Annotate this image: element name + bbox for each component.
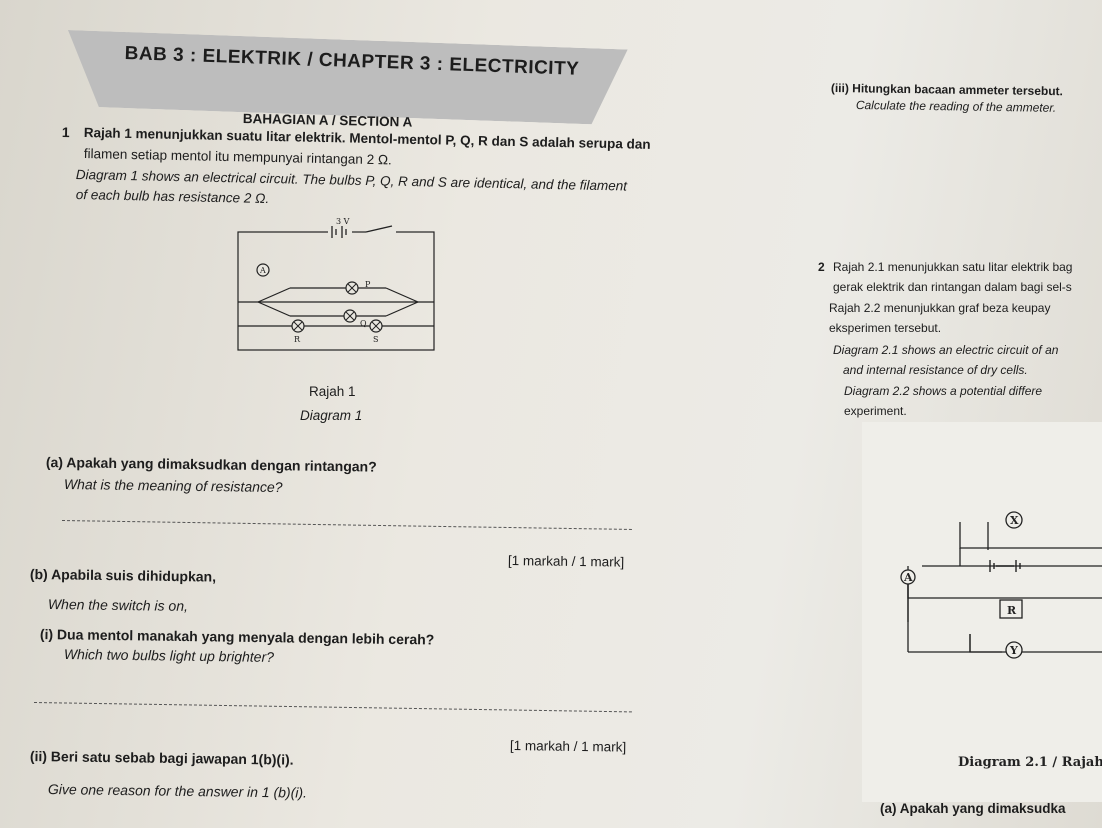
q1a-mark: [1 markah / 1 mark]: [507, 552, 625, 570]
diagram-2-1-caption: Diagram 2.1 / Rajah 2.: [958, 755, 1102, 770]
svg-text:P: P: [365, 280, 371, 289]
q2-line-5: Diagram 2.1 shows an electric circuit of…: [833, 343, 1059, 357]
q2a-question-ms: (a) Apakah yang dimaksudka: [880, 801, 1066, 816]
ammeter-icon: A: [256, 263, 270, 277]
q2-number: 2: [818, 260, 825, 274]
q1-number: 1: [61, 124, 70, 141]
q2-line-6: and internal resistance of dry cells.: [843, 363, 1028, 377]
resistor-r-icon: R: [999, 599, 1023, 619]
svg-text:Y: Y: [1009, 644, 1018, 657]
circuit-diagram-2-1: X A R Y Diagram 2.1 / Rajah 2.: [862, 422, 1102, 802]
diagram-1-caption-ms: Rajah 1: [309, 384, 356, 399]
bulb-r-icon: R: [291, 319, 305, 344]
q1bi-question-en: Which two bulbs light up brighter?: [63, 646, 275, 665]
q2-line-4: eksperimen tersebut.: [829, 321, 942, 335]
q1a-question-en: What is the meaning of resistance?: [63, 476, 283, 496]
q1bi-mark: [1 markah / 1 mark]: [509, 737, 627, 755]
circuit-diagram-1: 3 V A P Q R S: [237, 217, 435, 351]
q1biii-question-en: Calculate the reading of the ammeter.: [855, 97, 1057, 115]
svg-text:Q: Q: [360, 319, 367, 328]
q2-line-7: Diagram 2.2 shows a potential differe: [844, 384, 1043, 398]
svg-text:X: X: [1010, 514, 1019, 527]
svg-text:A: A: [903, 571, 913, 584]
q1b-question-ms: (b) Apabila suis dihidupkan,: [29, 566, 217, 585]
battery-voltage-label: 3 V: [336, 217, 350, 226]
bulb-q-icon: Q: [343, 309, 367, 328]
q2-line-8: experiment.: [844, 404, 907, 418]
q2-line-1: Rajah 2.1 menunjukkan satu litar elektri…: [833, 260, 1073, 274]
bulb-p-icon: P: [345, 280, 371, 295]
q2-line-3: Rajah 2.2 menunjukkan graf beza keupay: [829, 301, 1051, 315]
voltmeter-x-icon: X: [1005, 511, 1023, 529]
q1bii-question-en: Give one reason for the answer in 1 (b)(…: [47, 781, 308, 801]
q1b-question-en: When the switch is on,: [47, 596, 189, 614]
svg-text:R: R: [1007, 604, 1017, 617]
diagram-1-caption-en: Diagram 1: [300, 408, 363, 423]
svg-text:S: S: [373, 335, 378, 344]
svg-text:A: A: [259, 266, 266, 275]
bulb-s-icon: S: [369, 319, 383, 344]
ammeter-2-icon: A: [900, 569, 916, 585]
voltmeter-y-icon: Y: [1005, 641, 1023, 659]
svg-text:R: R: [294, 335, 301, 344]
q2-line-2: gerak elektrik dan rintangan dalam bagi …: [833, 280, 1072, 294]
